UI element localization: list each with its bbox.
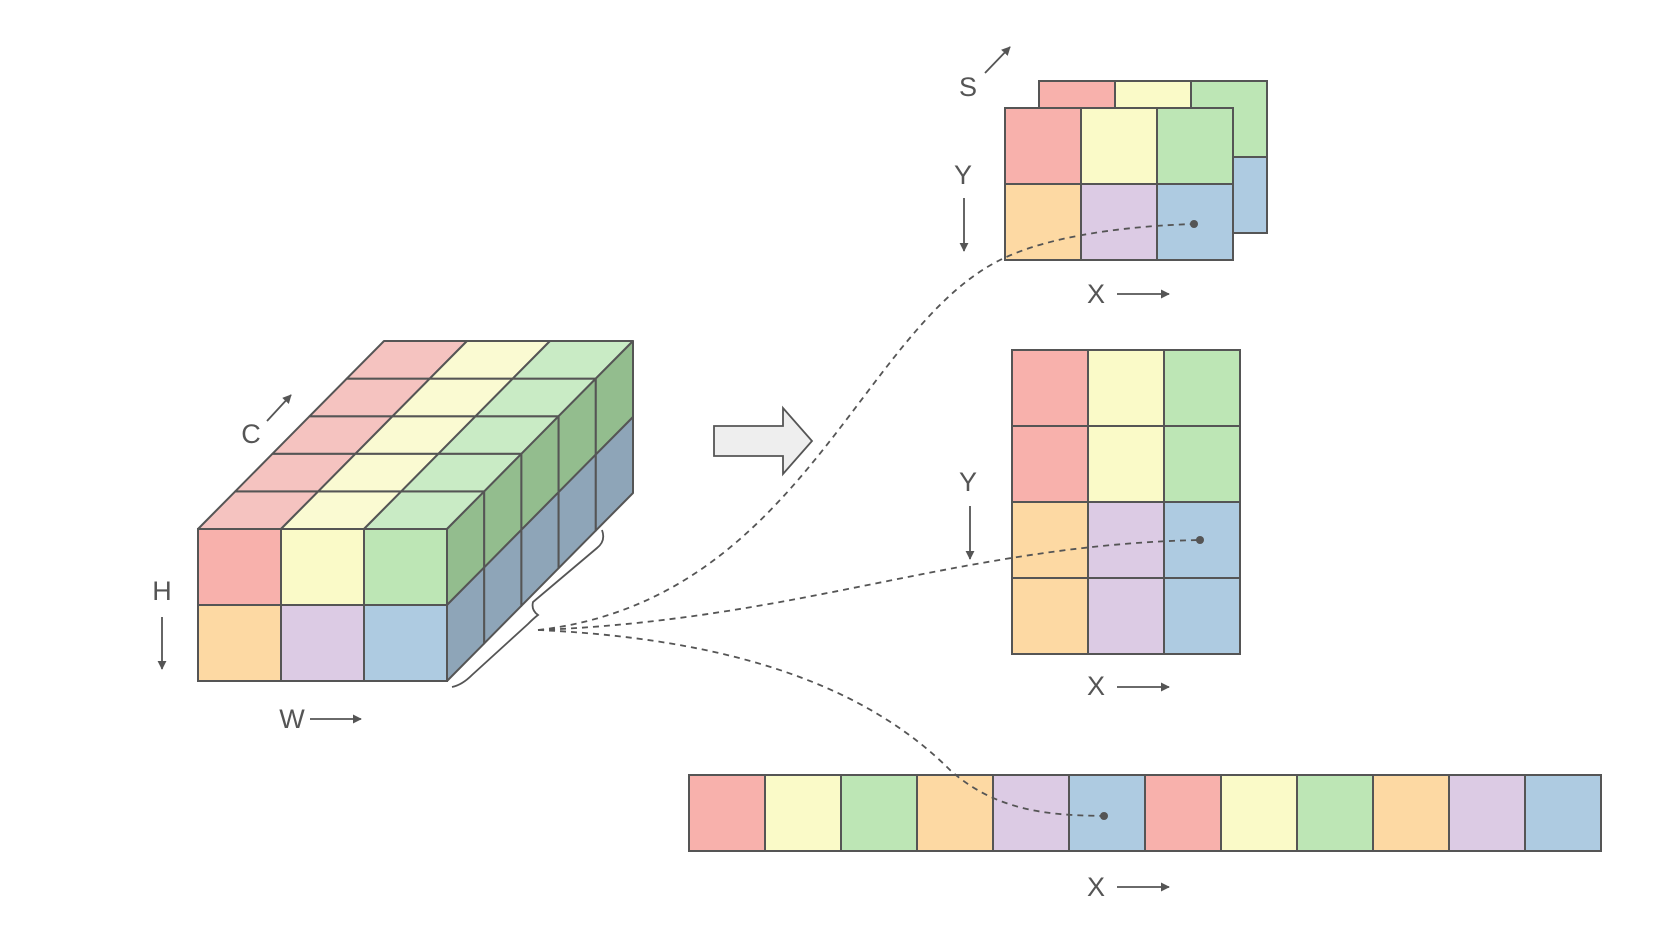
texture-array-cell [1080,107,1158,185]
texture-2d-cell [1011,577,1089,655]
tensor-side-face [446,340,634,682]
buffer-1d-cell [1524,774,1602,852]
buffer-1d-x-label: X [1087,872,1105,902]
transform-arrow [713,405,814,477]
buffer-1d-cell [688,774,766,852]
texture-array-cell [1080,183,1158,261]
tensor-top-face [197,340,634,530]
texture-array: S Y X [954,46,1268,309]
tensor-w-label: W [279,704,305,734]
tensor-side-cell [594,416,634,532]
texture-array-cell [1156,107,1234,185]
tensor-h-label: H [152,576,172,606]
tensor-c-arrow [266,394,292,422]
tensor-front-cell [363,528,448,606]
mapping-lines [537,223,1201,817]
tensor-front-cell [280,604,365,682]
buffer-1d-cell [1068,774,1146,852]
texture-2d-cell [1011,349,1089,427]
buffer-1d-cell [840,774,918,852]
buffer-1d-cell [764,774,842,852]
texture-2d-grid [1011,349,1241,655]
mapping-line-texture-2d [537,539,1201,631]
tensor-front-cell [197,528,282,606]
texture-array-y-label: Y [954,160,972,190]
buffer-1d-cell [1448,774,1526,852]
texture-2d: Y X [959,349,1241,701]
texture-array-texel-dot [1190,220,1198,228]
texture-2d-cell [1087,425,1165,503]
tensor-front-cell [363,604,448,682]
texture-2d-x-label: X [1087,671,1105,701]
texture-array-x-label: X [1087,279,1105,309]
texture-2d-cell [1163,425,1241,503]
texture-array-front-layer [1004,107,1234,261]
texture-2d-y-label: Y [959,467,977,497]
buffer-1d: X [688,774,1602,902]
texture-2d-cell [1087,501,1165,579]
buffer-1d-cell [916,774,994,852]
texture-2d-cell [1011,501,1089,579]
texture-array-s-arrow [984,46,1011,74]
texture-2d-cell [1011,425,1089,503]
texture-array-s-label: S [959,72,977,102]
tensor-front-cell [280,528,365,606]
buffer-1d-cell [1372,774,1450,852]
texture-2d-cell [1087,577,1165,655]
buffer-1d-cell [1220,774,1298,852]
tensor-front-face [197,528,448,682]
texture-2d-cell [1087,349,1165,427]
tensor-cube: H W C [152,340,634,734]
tensor-front-cell [197,604,282,682]
mapping-line-texture-array [537,223,1195,631]
texture-2d-cell [1163,349,1241,427]
buffer-1d-cell [1144,774,1222,852]
buffer-1d-cell [1296,774,1374,852]
tensor-c-label: C [241,419,261,449]
texture-array-cell [1004,183,1082,261]
texture-array-cell [1004,107,1082,185]
buffer-1d-row [688,774,1602,852]
buffer-1d-element-dot [1100,812,1108,820]
depth-brace [451,529,605,688]
texture-2d-cell [1163,577,1241,655]
texture-2d-texel-dot [1196,536,1204,544]
